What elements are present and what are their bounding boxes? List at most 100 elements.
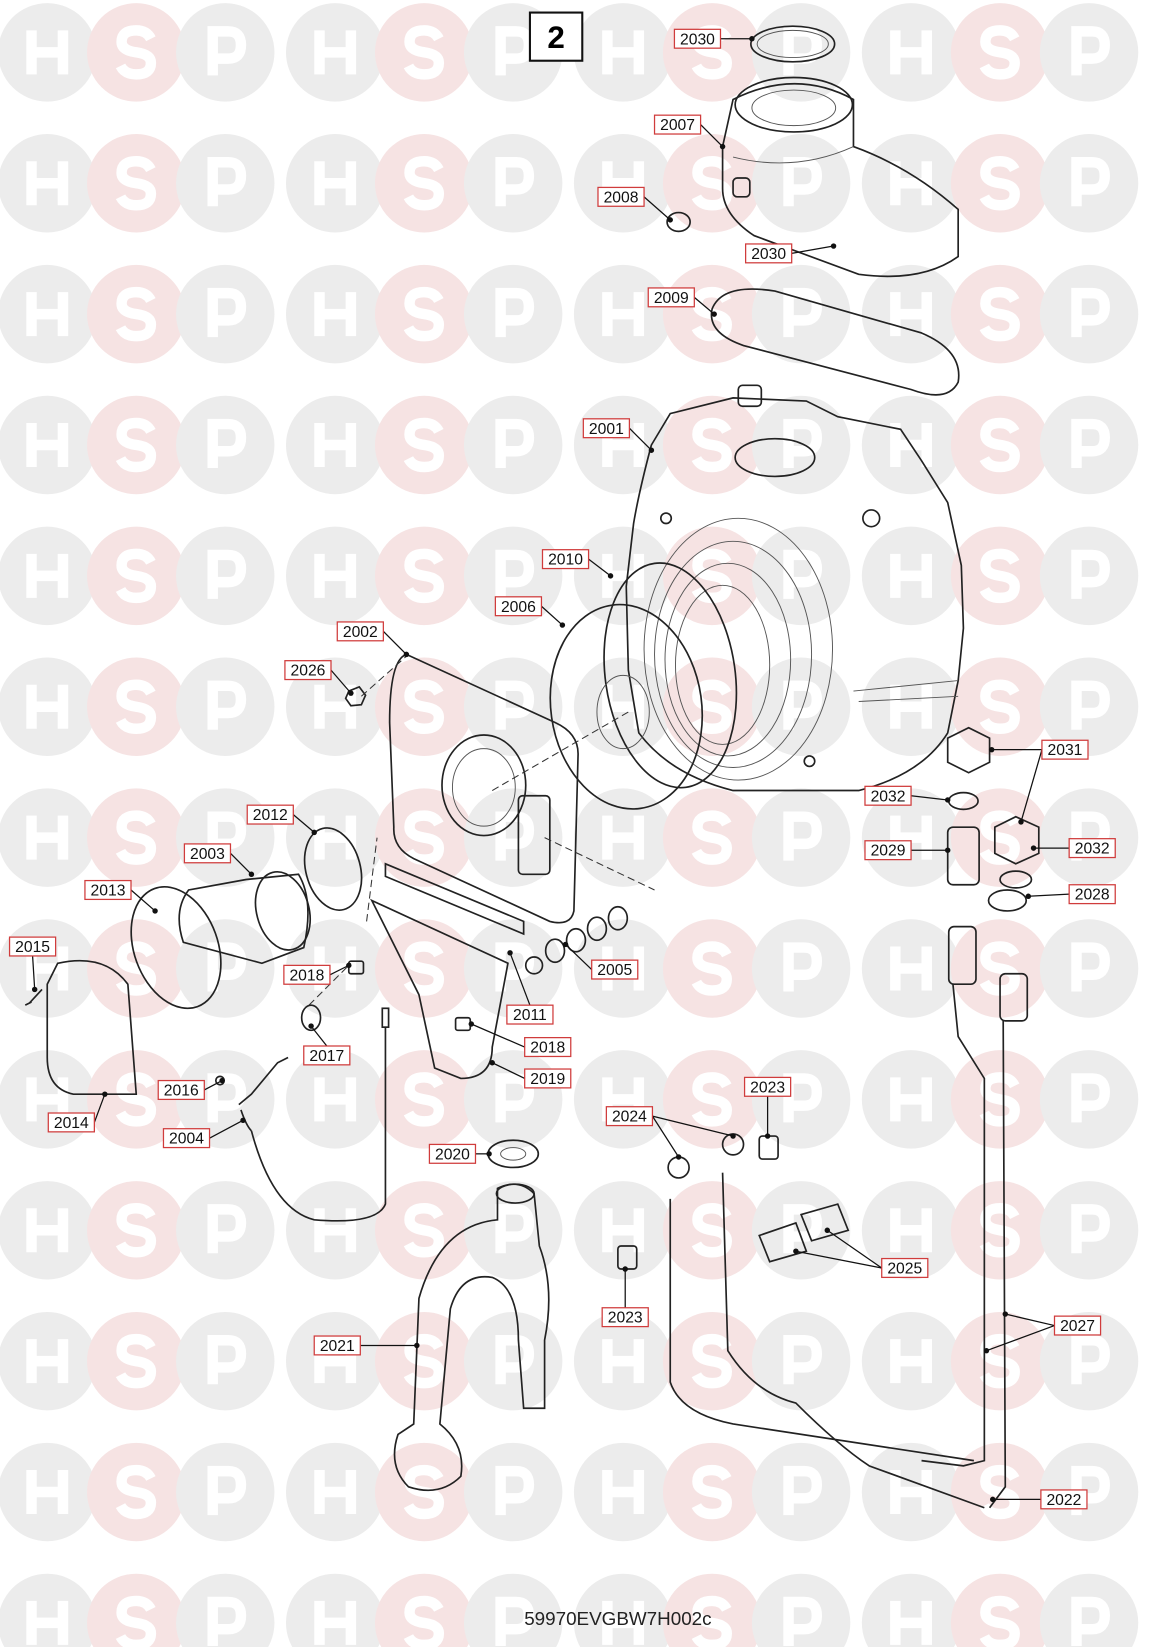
part-number[interactable]: 2010 bbox=[548, 552, 583, 569]
watermark-circle bbox=[463, 1573, 563, 1647]
part-label-2027[interactable]: 2027 bbox=[983, 1311, 1102, 1354]
part-label-2023[interactable]: 2023 bbox=[601, 1266, 649, 1328]
part-label-2025[interactable]: 2025 bbox=[793, 1227, 929, 1279]
part-label-2006[interactable]: 2006 bbox=[494, 596, 566, 628]
part-label-2011[interactable]: 2011 bbox=[506, 950, 554, 1025]
part-number[interactable]: 2027 bbox=[1060, 1318, 1095, 1335]
watermark-circle bbox=[1039, 526, 1139, 626]
watermark-letter-p bbox=[207, 1465, 247, 1516]
leader-dot bbox=[990, 1496, 996, 1503]
leader-line bbox=[329, 964, 350, 976]
part-number[interactable]: 2021 bbox=[320, 1338, 355, 1355]
part-number[interactable]: 2008 bbox=[604, 189, 639, 206]
part-label-2024[interactable]: 2024 bbox=[605, 1106, 736, 1160]
part-number[interactable]: 2020 bbox=[435, 1146, 470, 1163]
part-number[interactable]: 2017 bbox=[309, 1048, 344, 1065]
part-number[interactable]: 2011 bbox=[513, 1007, 547, 1024]
part-number[interactable]: 2002 bbox=[343, 624, 378, 641]
part-label-2012[interactable]: 2012 bbox=[246, 804, 317, 836]
watermark-letter-h bbox=[314, 553, 357, 598]
part-number[interactable]: 2032 bbox=[1075, 841, 1110, 858]
part-label-2023[interactable]: 2023 bbox=[743, 1076, 792, 1139]
part-number[interactable]: 2030 bbox=[751, 246, 786, 263]
part-label-2008[interactable]: 2008 bbox=[597, 186, 673, 223]
part-number[interactable]: 2025 bbox=[887, 1261, 922, 1278]
leader-line bbox=[628, 427, 652, 451]
part-number[interactable]: 2006 bbox=[501, 599, 536, 616]
part-number[interactable]: 2030 bbox=[680, 31, 715, 48]
part-number[interactable]: 2014 bbox=[54, 1115, 89, 1132]
watermark-letter-p bbox=[495, 26, 535, 76]
part-label-2018[interactable]: 2018 bbox=[283, 962, 352, 985]
part-label-2021[interactable]: 2021 bbox=[313, 1335, 420, 1356]
part-number[interactable]: 2029 bbox=[871, 843, 906, 860]
part-label-2032[interactable]: 2032 bbox=[1030, 838, 1116, 859]
watermark-letter-s bbox=[115, 1203, 157, 1258]
part-number[interactable]: 2023 bbox=[608, 1310, 643, 1327]
leader-line bbox=[910, 795, 948, 801]
watermark-circle bbox=[176, 526, 275, 626]
watermark-letter-s bbox=[403, 810, 445, 865]
part-label-2003[interactable]: 2003 bbox=[183, 843, 255, 878]
part-label-2028[interactable]: 2028 bbox=[1025, 884, 1116, 905]
part-label-2017[interactable]: 2017 bbox=[303, 1023, 351, 1066]
part-number[interactable]: 2009 bbox=[654, 290, 689, 307]
part-label-2010[interactable]: 2010 bbox=[541, 549, 614, 579]
part-number[interactable]: 2013 bbox=[91, 883, 126, 900]
leader-dot bbox=[348, 690, 354, 696]
part-label-2031[interactable]: 2031 bbox=[988, 739, 1089, 825]
watermark-letter-h bbox=[890, 1077, 932, 1122]
leader-dot bbox=[711, 311, 717, 317]
part-label-2019[interactable]: 2019 bbox=[489, 1060, 572, 1089]
part-number[interactable]: 2022 bbox=[1046, 1492, 1081, 1509]
watermark-circle bbox=[751, 1181, 851, 1280]
leader-dot bbox=[1002, 1311, 1009, 1317]
leader-dot bbox=[219, 1077, 225, 1084]
part-label-2015[interactable]: 2015 bbox=[8, 936, 57, 993]
part-label-2001[interactable]: 2001 bbox=[582, 418, 655, 453]
part-label-2013[interactable]: 2013 bbox=[84, 879, 158, 914]
part-label-2016[interactable]: 2016 bbox=[157, 1077, 225, 1101]
watermark-letter-s bbox=[403, 941, 445, 996]
part-number[interactable]: 2023 bbox=[750, 1079, 785, 1096]
watermark-letter-s bbox=[979, 1072, 1020, 1127]
part-number[interactable]: 2031 bbox=[1048, 742, 1083, 759]
part-label-2018[interactable]: 2018 bbox=[468, 1021, 572, 1058]
part-number[interactable]: 2032 bbox=[871, 788, 906, 805]
part-label-2004[interactable]: 2004 bbox=[162, 1117, 246, 1149]
part-label-2022[interactable]: 2022 bbox=[990, 1489, 1088, 1510]
part-number[interactable]: 2004 bbox=[169, 1131, 204, 1148]
leader-line bbox=[791, 245, 834, 255]
part-number[interactable]: 2005 bbox=[597, 962, 632, 979]
part-label-2032[interactable]: 2032 bbox=[864, 785, 951, 806]
watermark-letter-h bbox=[26, 1470, 69, 1515]
part-label-2030[interactable]: 2030 bbox=[673, 28, 755, 49]
leader-dot bbox=[308, 1023, 314, 1029]
part-label-2005[interactable]: 2005 bbox=[562, 941, 639, 980]
leader-line bbox=[382, 630, 407, 655]
part-number[interactable]: 2026 bbox=[291, 663, 326, 680]
part-number[interactable]: 2024 bbox=[612, 1109, 647, 1126]
part-label-2030[interactable]: 2030 bbox=[744, 243, 837, 264]
part-label-2014[interactable]: 2014 bbox=[47, 1091, 108, 1133]
part-number[interactable]: 2012 bbox=[253, 807, 288, 824]
part-label-2009[interactable]: 2009 bbox=[647, 287, 717, 317]
part-label-2002[interactable]: 2002 bbox=[336, 621, 410, 658]
part-number[interactable]: 2003 bbox=[190, 846, 225, 863]
part-number[interactable]: 2019 bbox=[530, 1071, 565, 1088]
label-box bbox=[284, 660, 332, 681]
watermark-letter-s bbox=[691, 941, 733, 996]
part-number[interactable]: 2028 bbox=[1075, 887, 1110, 904]
part-label-2026[interactable]: 2026 bbox=[284, 660, 354, 696]
part-number[interactable]: 2015 bbox=[15, 939, 50, 956]
part-number[interactable]: 2016 bbox=[164, 1083, 199, 1100]
part-label-2029[interactable]: 2029 bbox=[864, 840, 951, 861]
watermark-letter-s bbox=[115, 1072, 157, 1127]
part-number[interactable]: 2018 bbox=[530, 1040, 565, 1057]
part-label-2007[interactable]: 2007 bbox=[653, 114, 726, 150]
part-number[interactable]: 2001 bbox=[589, 421, 624, 438]
leader-line bbox=[826, 1229, 883, 1269]
part-label-2020[interactable]: 2020 bbox=[428, 1143, 492, 1164]
part-number[interactable]: 2018 bbox=[289, 967, 324, 984]
part-number[interactable]: 2007 bbox=[660, 117, 695, 134]
